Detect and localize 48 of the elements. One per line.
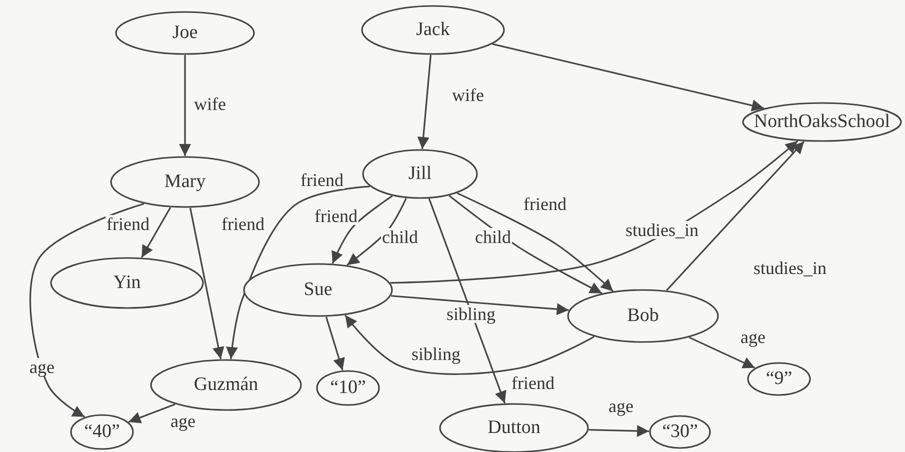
arrow (456, 192, 614, 292)
arrow (428, 198, 506, 404)
edge-label: wife (193, 95, 227, 113)
arrow (140, 207, 172, 258)
arrow (344, 314, 594, 375)
node-label: Bob (627, 305, 659, 327)
arrow (417, 54, 432, 150)
arrow (29, 203, 144, 418)
node-label: Sue (304, 279, 332, 301)
node-label: NorthOaksSchool (754, 111, 890, 133)
edge-label: sibling (446, 305, 496, 323)
node-label: “9” (766, 368, 792, 390)
edge-label: friend (510, 374, 556, 392)
node-label: Jill (408, 163, 432, 185)
arrow (688, 336, 756, 369)
arrow (492, 43, 764, 112)
edge-label: studies_in (624, 221, 700, 239)
node-label: Joe (172, 22, 198, 44)
node-label: “10” (330, 377, 366, 399)
edge-label: wife (451, 86, 485, 104)
node-label: “30” (662, 421, 698, 443)
arrow (325, 316, 345, 370)
edge-label: age (28, 358, 56, 376)
arrow (226, 186, 370, 360)
arrow (189, 208, 224, 360)
edge-label: friend (314, 207, 358, 225)
node-label: Jack (416, 19, 450, 41)
node-label: Mary (164, 171, 206, 193)
edge-label: studies_in (752, 259, 828, 277)
arrow (666, 140, 805, 291)
node-label: “40” (84, 421, 120, 443)
edge-label: child (474, 228, 512, 246)
edge-label: sibling (410, 345, 462, 363)
edge-label: friend (220, 215, 266, 233)
arrow (179, 55, 191, 156)
arrow (588, 424, 650, 437)
arrow (346, 198, 407, 266)
node-label: Dutton (488, 417, 540, 439)
node-label: Yin (113, 272, 141, 294)
edge-label: friend (300, 171, 344, 189)
arrow (128, 404, 176, 424)
node-label: Guzmán (194, 374, 258, 396)
arrow (390, 140, 798, 284)
arrow (391, 295, 569, 316)
edge-label: friend (522, 195, 568, 213)
edge-label: child (381, 228, 419, 246)
edge-label: friend (106, 215, 150, 233)
arrow (332, 195, 393, 264)
